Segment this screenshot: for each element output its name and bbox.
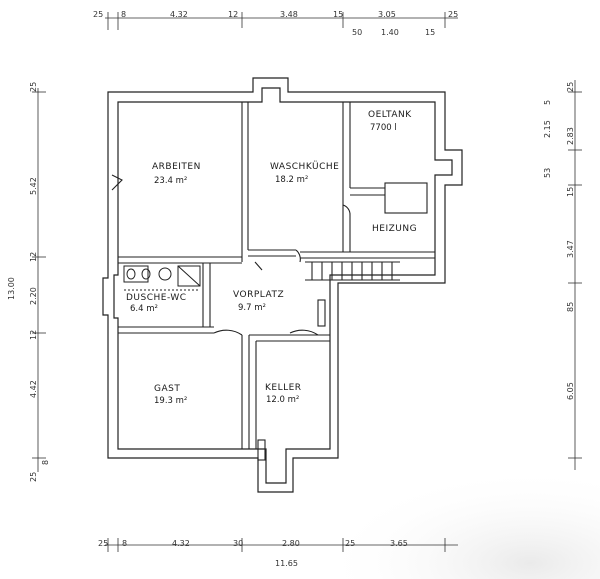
dim-left-6: 4.42 xyxy=(29,380,38,398)
dimension-line-left xyxy=(32,88,46,472)
dim-bottom-6: 25 xyxy=(345,539,355,548)
dim-top-4: 12 xyxy=(228,10,238,19)
outer-walls xyxy=(102,77,463,493)
room-area-keller: 12.0 m² xyxy=(266,395,299,405)
dim-right-3: 2.15 xyxy=(543,120,552,138)
dim-right-2: 5 xyxy=(543,100,552,105)
dim-bottom-1: 25 xyxy=(98,539,108,548)
dim-right-8: 85 xyxy=(566,302,575,312)
dim-top-5: 3.48 xyxy=(280,10,298,19)
dimension-line-bottom xyxy=(105,538,458,552)
dim-top2-3: 15 xyxy=(425,28,435,37)
bathroom-fixtures xyxy=(123,265,201,291)
dim-bottom-7: 3.65 xyxy=(390,539,408,548)
dim-left-2: 5.42 xyxy=(29,177,38,195)
room-name-heizung: HEIZUNG xyxy=(372,224,417,234)
interior-walls xyxy=(111,102,435,461)
dim-bottom-3: 4.32 xyxy=(172,539,190,548)
dim-top-8: 25 xyxy=(448,10,458,19)
room-area-waschkuche: 18.2 m² xyxy=(275,175,308,185)
room-area-dusche: 6.4 m² xyxy=(130,304,158,314)
dim-top2-1: 50 xyxy=(352,28,362,37)
dim-top-2: 8 xyxy=(121,10,126,19)
dim-top-6: 15 xyxy=(333,10,343,19)
dim-right-1: 25 xyxy=(566,82,575,92)
room-name-dusche: DUSCHE-WC xyxy=(126,293,187,303)
dim-left-7: 8 xyxy=(41,460,50,465)
room-name-arbeiten: ARBEITEN xyxy=(152,162,201,172)
scan-shading xyxy=(250,420,600,579)
dim-right-5: 53 xyxy=(543,168,552,178)
dim-left-8: 25 xyxy=(29,472,38,482)
dim-left-3: 12 xyxy=(29,252,38,262)
room-name-oeltank: OELTANK xyxy=(368,110,412,120)
room-area-gast: 19.3 m² xyxy=(154,396,187,406)
room-name-vorplatz: VORPLATZ xyxy=(233,290,284,300)
room-area-oeltank: 7700 l xyxy=(370,123,397,133)
dim-left-5: 12 xyxy=(29,330,38,340)
dim-top-3: 4.32 xyxy=(170,10,188,19)
dim-left-total: 13.00 xyxy=(7,277,16,300)
dim-left-1: 25 xyxy=(29,82,38,92)
dim-top-7: 3.05 xyxy=(378,10,396,19)
dim-bottom-5: 2.80 xyxy=(282,539,300,548)
dim-right-4: 2.83 xyxy=(566,127,575,145)
dim-right-7: 3.47 xyxy=(566,240,575,258)
dimension-line-right xyxy=(568,80,582,470)
dim-bottom-4: 30 xyxy=(233,539,243,548)
dim-top2-2: 1.40 xyxy=(381,28,399,37)
dim-bottom-2: 8 xyxy=(122,539,127,548)
dim-right-6: 15 xyxy=(566,187,575,197)
dim-right-9: 6.05 xyxy=(566,382,575,400)
room-name-waschkuche: WASCHKÜCHE xyxy=(270,161,339,172)
room-area-arbeiten: 23.4 m² xyxy=(154,176,187,186)
room-name-gast: GAST xyxy=(154,384,180,394)
room-area-vorplatz: 9.7 m² xyxy=(238,303,266,313)
dimension-line-top xyxy=(105,12,458,30)
dim-left-4: 2.20 xyxy=(29,287,38,305)
room-name-keller: KELLER xyxy=(265,383,302,393)
dim-top-1: 25 xyxy=(93,10,103,19)
dim-bottom-total: 11.65 xyxy=(275,559,298,568)
